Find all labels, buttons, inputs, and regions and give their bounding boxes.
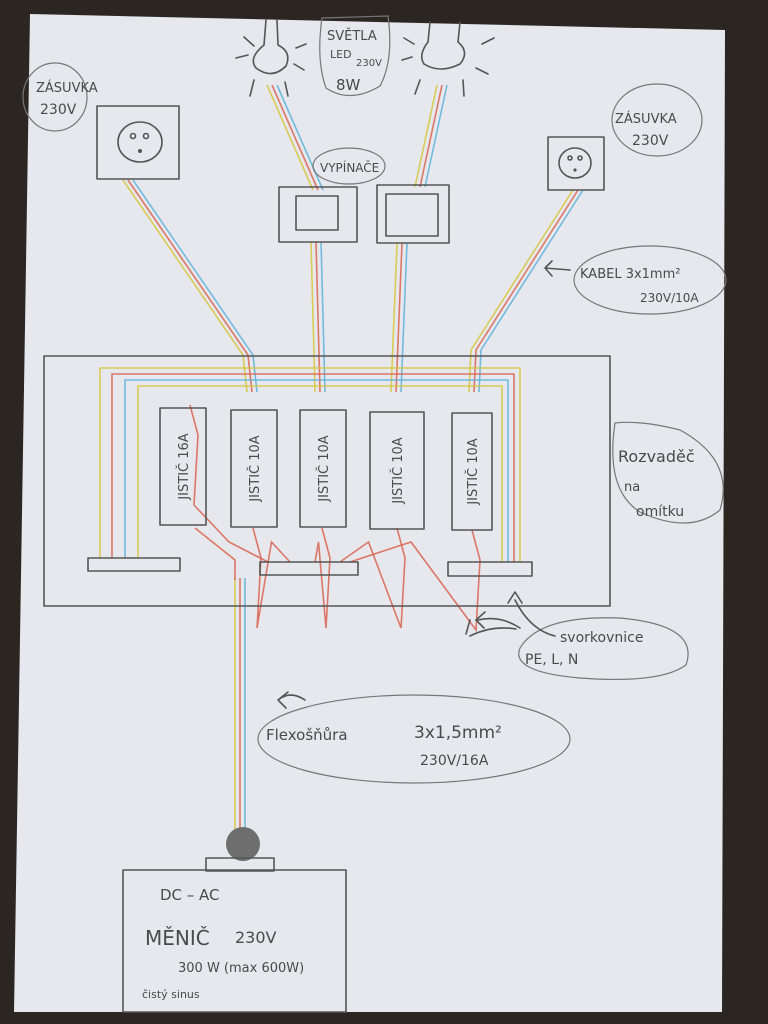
cable-note-rating: 230V/10A [640, 291, 699, 305]
cable-switch-right-wire [400, 242, 408, 393]
light-bulb-icon-right [401, 21, 495, 97]
breaker-2: JISTIČ 10A [230, 409, 278, 528]
breaker-label: JISTIČ 10A [247, 435, 263, 502]
lights-power: 8W [336, 76, 361, 94]
socket-icon [117, 121, 163, 163]
distribution-panel [43, 355, 611, 607]
cable-note-type: KABEL 3x1mm² [580, 267, 680, 282]
terminal-note-line1: svorkovnice [560, 630, 643, 646]
flex-note-rating: 230V/16A [420, 753, 489, 769]
terminal-block-l [259, 561, 359, 576]
arrow-icon [465, 591, 556, 637]
panel-bus-wire [99, 367, 521, 562]
wires [99, 84, 584, 835]
switches-bubble [312, 147, 386, 185]
main-feed-wire [194, 527, 236, 580]
light-bulb-icon-left [235, 19, 307, 97]
cable-switch-right-wire [390, 242, 398, 393]
breaker-feed-wire [252, 527, 291, 629]
cable-switch-left-wire [310, 241, 316, 393]
socket-right-voltage: 230V [632, 133, 669, 149]
switch-left [278, 186, 358, 243]
cable-light-right-wire [414, 84, 438, 188]
socket-right-label: ZÁSUVKA [615, 111, 677, 127]
lights-type: LED [330, 48, 352, 61]
cable-socket-right-wire [473, 189, 579, 393]
cable-light-left-wire [266, 84, 314, 191]
panel-note-line3: omítku [636, 504, 684, 520]
breaker-3: JISTIČ 10A [299, 409, 347, 528]
socket-left-voltage: 230V [40, 102, 77, 118]
breaker-5: JISTIČ 10A [451, 412, 493, 531]
breaker-4: JISTIČ 10A [369, 411, 425, 530]
cable-switch-right-wire [395, 242, 403, 393]
terminal-note-line2: PE, L, N [525, 652, 578, 668]
inverter-power: 300 W (max 600W) [178, 961, 304, 976]
cable-socket-right-wire [468, 189, 574, 393]
panel-bus-wire [111, 373, 515, 562]
socket-left [96, 105, 180, 180]
breaker-feed-wire [349, 529, 481, 633]
breaker-1: JISTIČ 16A [159, 407, 207, 526]
breaker-label: JISTIČ 16A [176, 433, 192, 500]
breaker-feed-wire [189, 404, 269, 563]
inverter-title: MĚNIČ [145, 926, 210, 950]
breaker-label: JISTIČ 10A [465, 438, 481, 505]
flex-note-bubble [257, 694, 571, 784]
breaker-feed-wire [314, 527, 331, 629]
cable-socket-right-wire [478, 189, 584, 393]
inverter-type: DC – AC [160, 886, 220, 904]
breakers: JISTIČ 16A JISTIČ 10A JISTIČ 10A JISTIČ 10A… [159, 407, 493, 531]
terminal-block-pe [87, 557, 181, 572]
terminal-block-n [447, 561, 533, 577]
flex-note-size: 3x1,5mm² [414, 723, 502, 743]
panel-note-line2: na [624, 480, 640, 495]
inverter-waveform: čistý sinus [142, 988, 200, 1001]
terminal-note-bubble [518, 617, 689, 681]
arrow-icon [544, 260, 571, 277]
panel-bus-wire [137, 385, 503, 562]
flex-note-cable: Flexošňůra [266, 726, 348, 744]
socket-right-bubble [611, 83, 703, 157]
panel-note-bubble [612, 421, 724, 524]
breaker-label: JISTIČ 10A [390, 437, 406, 504]
panel-note-line1: Rozvaděč [618, 447, 695, 466]
panel-bus-wire [124, 379, 509, 562]
socket-left-label: ZÁSUVKA [36, 80, 98, 96]
cable-light-right-wire [424, 84, 448, 188]
lights-label: SVĚTLA [327, 28, 377, 44]
cable-light-left-wire [271, 84, 319, 191]
inverter-socket [205, 857, 275, 872]
lights-voltage: 230V [356, 58, 382, 69]
socket-right [547, 136, 605, 191]
cable-light-right-wire [419, 84, 443, 188]
switches-label: VYPÍNAČE [320, 160, 379, 175]
lights-bubble [319, 15, 391, 97]
arrow-icon [277, 691, 306, 709]
socket-left-bubble [22, 62, 88, 132]
breaker-label: JISTIČ 10A [316, 435, 332, 502]
breaker-feed-wire [339, 527, 406, 629]
cable-gland [226, 827, 260, 861]
inverter-voltage: 230V [235, 928, 277, 947]
inverter-box [122, 869, 347, 1013]
switch-right [376, 184, 450, 244]
cable-note-bubble [573, 245, 727, 315]
cable-switch-left-wire [315, 241, 321, 393]
socket-icon [558, 147, 592, 179]
cable-switch-left-wire [320, 241, 326, 393]
